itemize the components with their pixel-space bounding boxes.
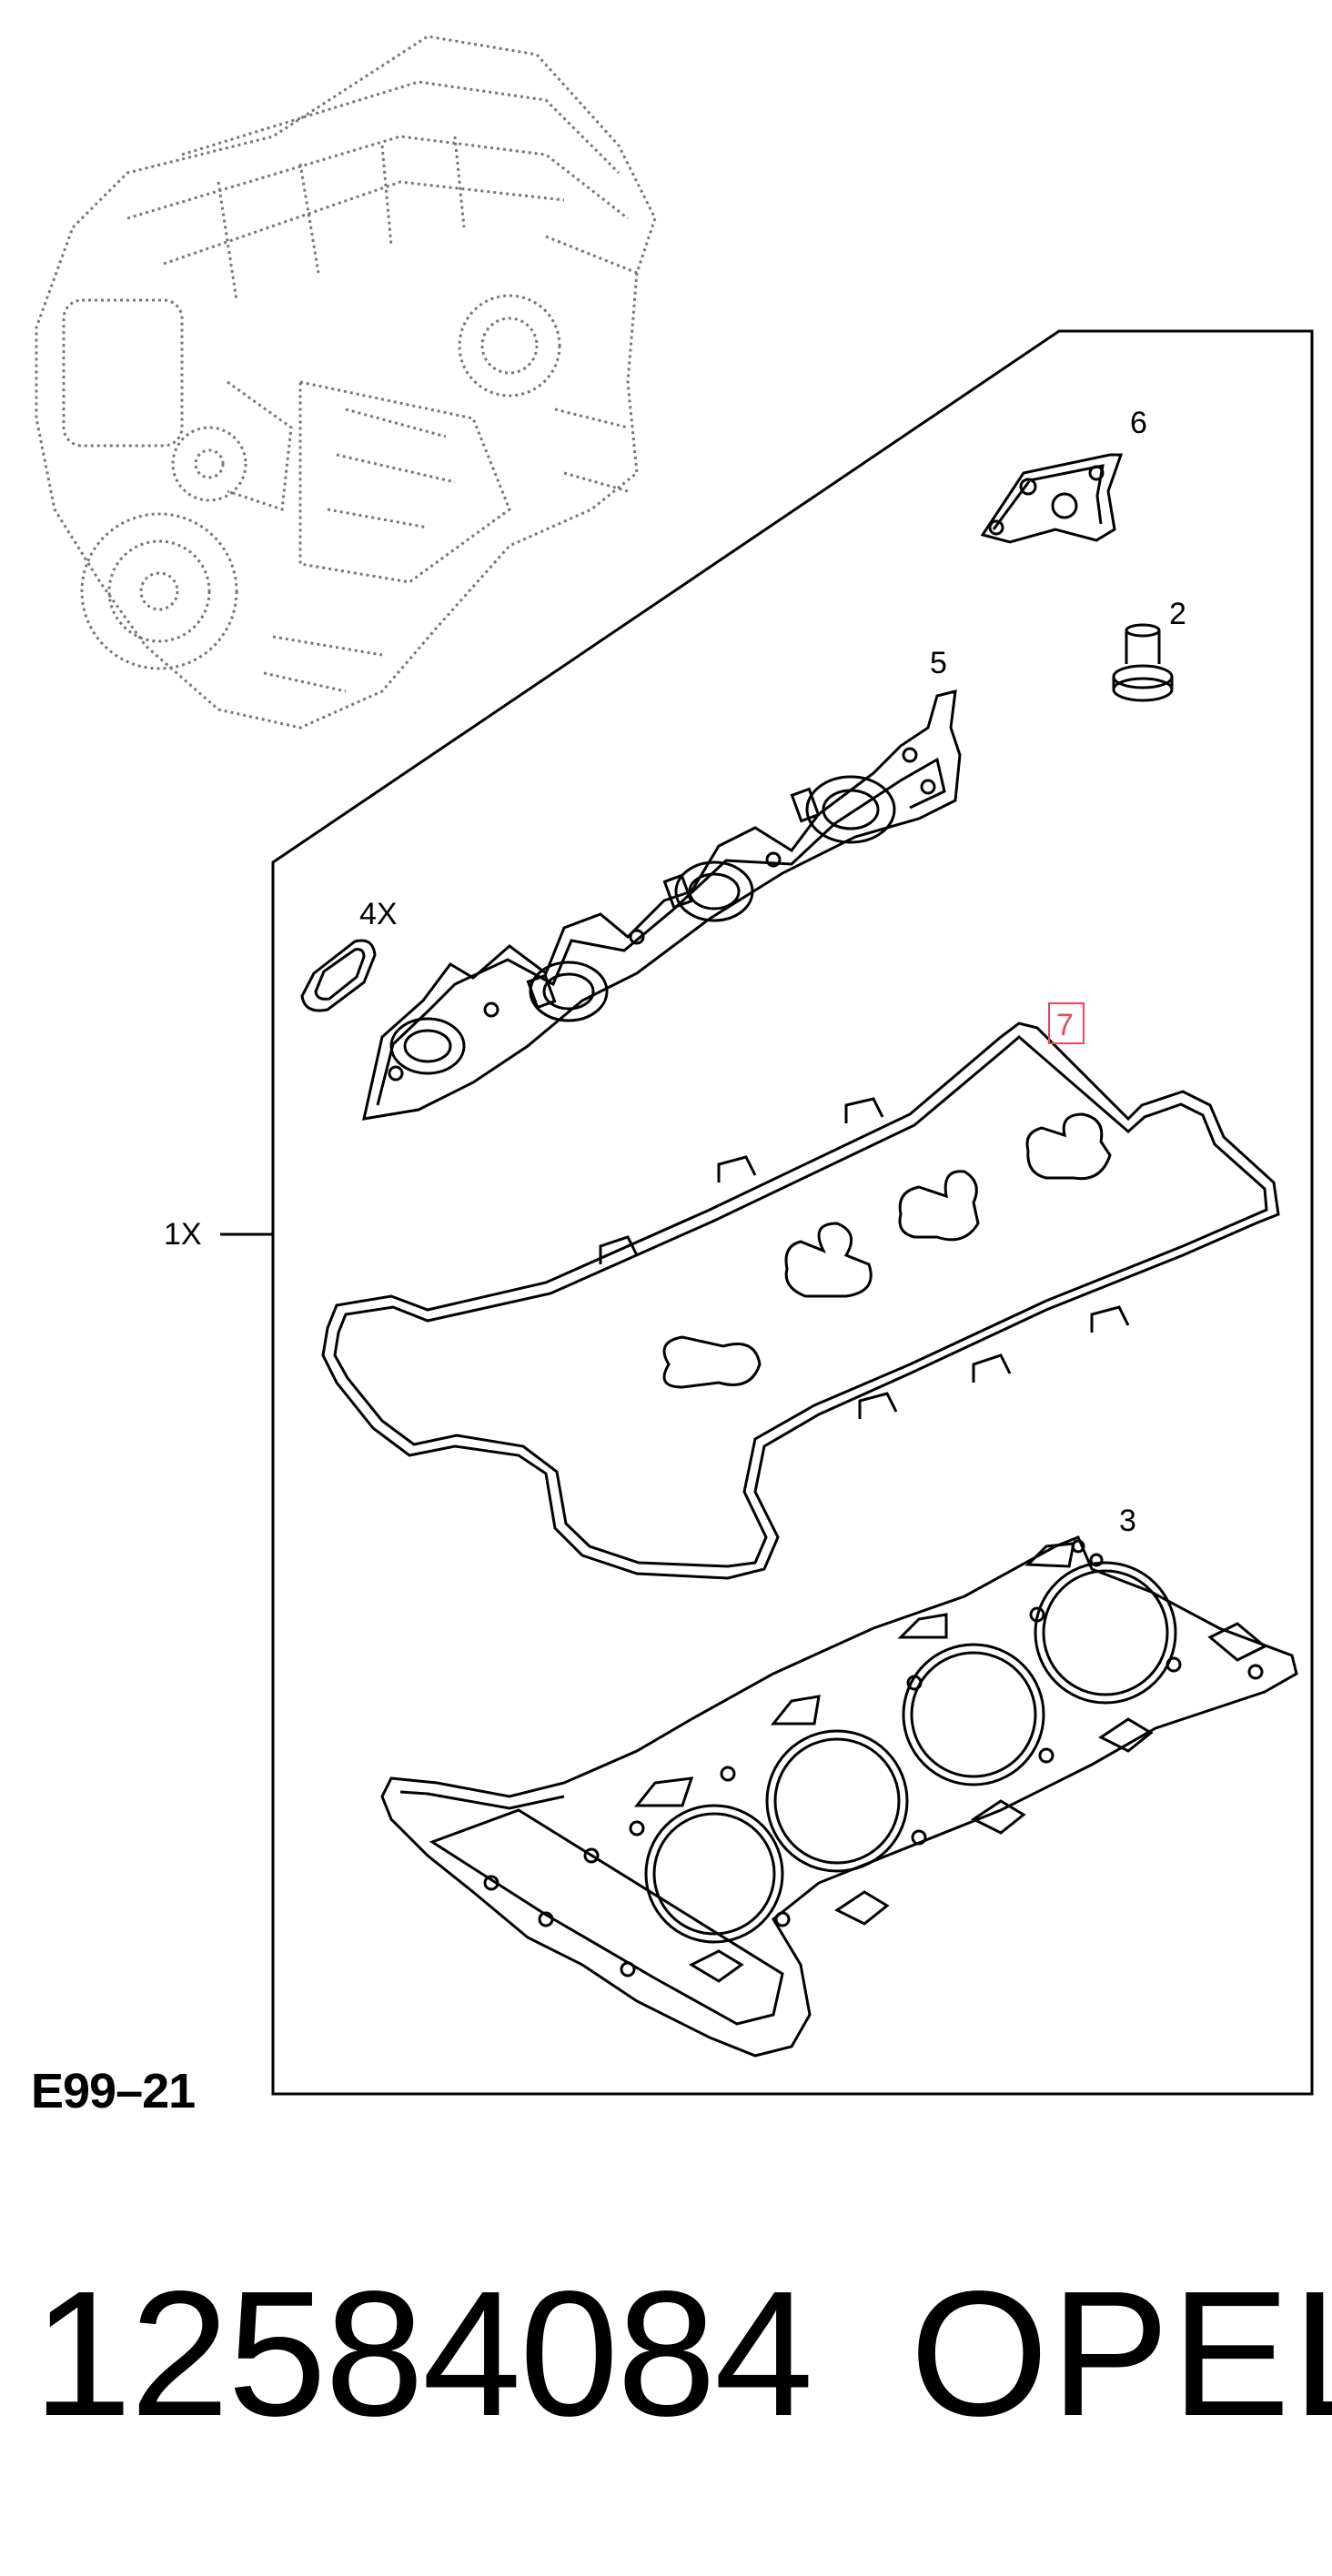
kit-boundary: [271, 329, 1314, 2096]
callout-plate-gasket: 6: [1130, 406, 1147, 440]
brand-name: OPEL: [910, 2254, 1332, 2453]
bolt-part: [1112, 623, 1174, 702]
cylinder-head-gasket-part: [380, 1535, 1298, 2058]
callout-cover-gasket-box: [1048, 1002, 1085, 1044]
engine-assembly-illustration: [35, 35, 657, 730]
callout-labels: 1X 4X 3 2 5 6 7: [164, 406, 1186, 1538]
callout-head-gasket: 3: [1119, 1504, 1136, 1538]
diagram-code: E99–21: [31, 2064, 196, 2118]
exhaust-manifold-gasket-part: [362, 689, 962, 1121]
part-number: 12584084: [33, 2254, 813, 2453]
callout-manifold-gasket: 5: [930, 646, 947, 680]
valve-cover-gasket-part: [321, 1021, 1280, 1580]
callout-cover-gasket: 7: [1056, 1008, 1074, 1042]
exhaust-seal-ring-part: [300, 939, 377, 1012]
callout-exhaust-seal-qty: 4X: [359, 897, 398, 931]
callout-bolt: 2: [1169, 597, 1186, 631]
plate-gasket-part: [980, 453, 1124, 544]
callout-kit-qty: 1X: [164, 1217, 202, 1252]
